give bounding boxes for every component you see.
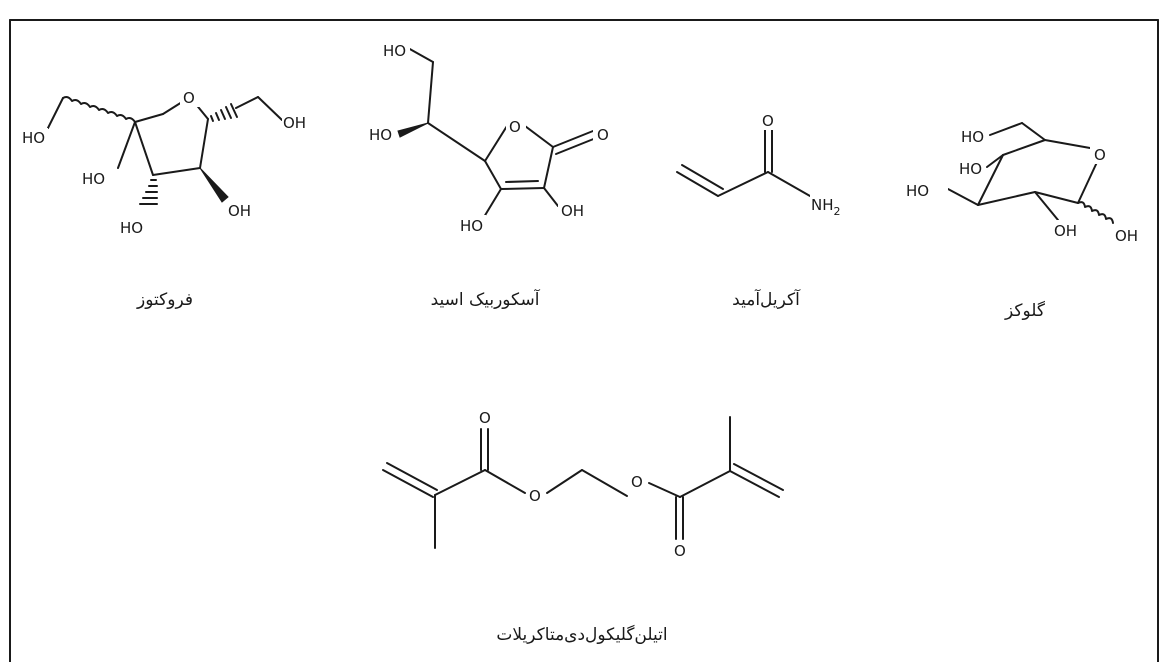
ascorbic-atom-oh-bottom: OH (561, 202, 584, 220)
fructose-atom-oh-bottom: OH (228, 202, 251, 220)
acrylamide-atom-o: O (762, 112, 774, 130)
egdma-atom-labels: O O O O (475, 407, 690, 560)
acrylamide-bonds (676, 126, 811, 197)
ascorbic-atom-labels: HO HO O O HO OH (368, 40, 613, 235)
glucose-atom-labels: HO HO O HO OH OH (904, 126, 1140, 245)
ascorbic-atom-ho-top: HO (383, 42, 406, 60)
molecule-fructose: HO O OH HO HO OH فروکتوز (20, 87, 310, 310)
egdma-atom-o-ester-left: O (529, 487, 541, 505)
glucose-atom-ho-top: HO (961, 128, 984, 146)
fructose-bonds (47, 96, 283, 205)
molecule-egdma: O O O O اتیلن‌گلیکول‌دی‌متاکریلات (382, 407, 784, 645)
acrylamide-atom-nh: NH (811, 196, 834, 214)
fructose-hash-bond-2 (139, 179, 158, 205)
fructose-atom-ho-bottom: HO (120, 219, 143, 237)
ascorbic-atom-ho-bottom: HO (460, 217, 483, 235)
fructose-atom-ho-left: HO (22, 129, 45, 147)
egdma-caption: اتیلن‌گلیکول‌دی‌متاکریلات (496, 624, 667, 645)
figure-border (9, 19, 1159, 662)
molecule-glucose: HO HO O HO OH OH گلوکز (904, 122, 1140, 321)
egdma-atom-o-carbonyl-right: O (674, 542, 686, 560)
glucose-caption: گلوکز (1004, 300, 1046, 321)
fructose-atom-ho-middle: HO (82, 170, 105, 188)
glucose-atom-o-ring: O (1094, 146, 1106, 164)
fructose-caption: فروکتوز (136, 290, 193, 310)
acrylamide-atom-subscript: 2 (834, 205, 841, 218)
ascorbic-atom-ho-left: HO (369, 126, 392, 144)
fructose-atom-labels: HO O OH HO HO OH (20, 87, 310, 237)
acrylamide-caption: آکریل‌آمید (732, 288, 801, 310)
egdma-bonds (382, 416, 784, 549)
egdma-atom-o-ester-right: O (631, 473, 643, 491)
fructose-atom-o-ring: O (183, 89, 195, 107)
ascorbic-caption: آسکوربیک اسید (431, 288, 541, 310)
egdma-atom-o-carbonyl-left: O (479, 409, 491, 427)
glucose-atom-ho-left: HO (906, 182, 929, 200)
ascorbic-atom-o-ring: O (509, 118, 521, 136)
ascorbic-atom-o-carbonyl: O (597, 126, 609, 144)
molecule-acrylamide: O NH2 آکریل‌آمید (676, 110, 854, 310)
acrylamide-atom-nh2: NH2 (811, 196, 841, 218)
fructose-hash-bond (210, 103, 238, 122)
glucose-bonds (947, 122, 1114, 224)
fructose-atom-oh-right: OH (283, 114, 306, 132)
glucose-atom-oh-anomeric: OH (1115, 227, 1138, 245)
ascorbic-bonds (397, 47, 597, 218)
glucose-atom-oh-bottom: OH (1054, 222, 1077, 240)
acrylamide-atom-labels: O NH2 (758, 110, 854, 218)
glucose-atom-ho-upper: HO (959, 160, 982, 178)
molecule-ascorbic-acid: HO HO O O HO OH آسکوربیک اسید (368, 40, 613, 310)
